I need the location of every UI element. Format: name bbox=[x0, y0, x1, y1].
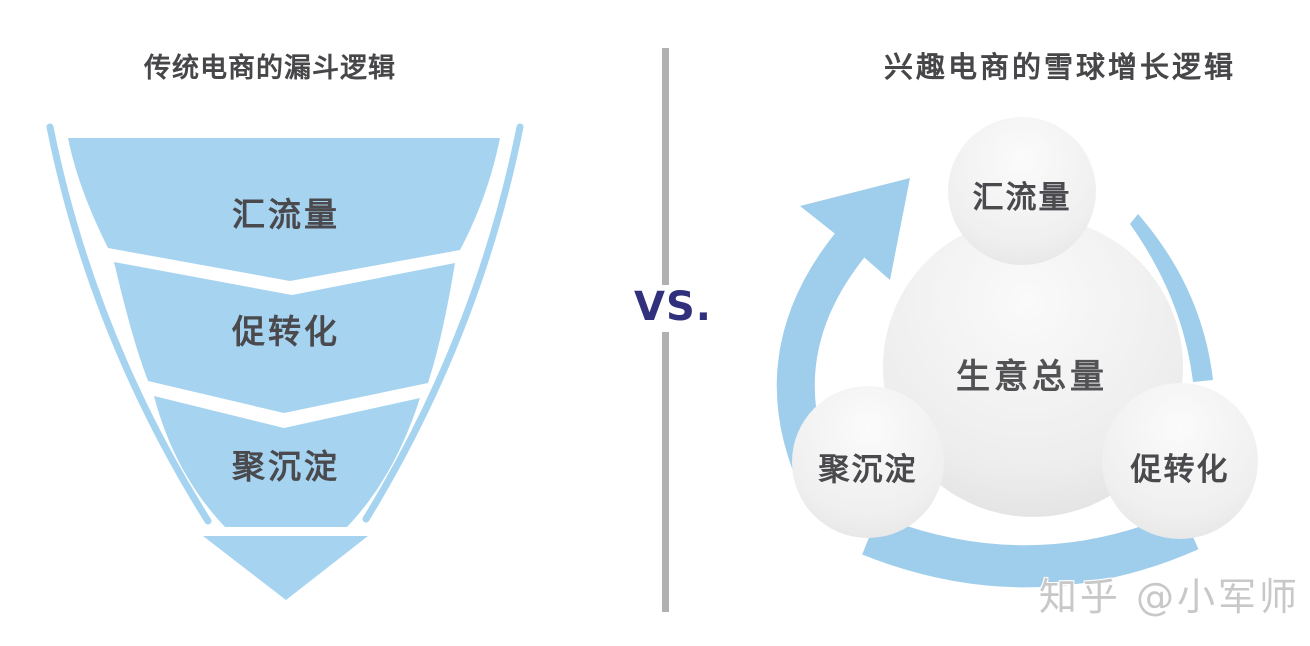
funnel-stage-2-shape bbox=[114, 262, 455, 413]
cycle-node-label-bottom-left: 聚沉淀 bbox=[818, 452, 918, 488]
vs-label: VS. bbox=[634, 284, 712, 330]
funnel-outer-stroke-right bbox=[362, 123, 524, 523]
cycle-arc-right bbox=[1130, 214, 1213, 382]
funnel-stage-label-2: 促转化 bbox=[232, 312, 340, 351]
funnel-stage-label-3: 聚沉淀 bbox=[232, 447, 340, 486]
node-circle-bottom-right bbox=[1102, 383, 1258, 539]
cycle-node-label-bottom-right: 促转化 bbox=[1130, 452, 1230, 488]
funnel-stage-label-1: 汇流量 bbox=[232, 195, 340, 234]
funnel-arrowhead-icon bbox=[203, 536, 368, 600]
node-circle-top bbox=[948, 117, 1096, 265]
cycle-arc-bottom bbox=[862, 510, 1199, 588]
cycle-center-label: 生意总量 bbox=[956, 357, 1108, 397]
funnel-outer-stroke-left bbox=[46, 123, 212, 525]
left-panel-title: 传统电商的漏斗逻辑 bbox=[144, 53, 396, 84]
node-circle-bottom-left bbox=[792, 386, 944, 538]
cycle-arrowhead-icon bbox=[800, 178, 910, 280]
funnel-stage-3-shape bbox=[154, 396, 420, 527]
right-panel-title: 兴趣电商的雪球增长逻辑 bbox=[883, 50, 1236, 84]
funnel-stage-1-shape bbox=[68, 138, 500, 281]
cycle-node-label-top: 汇流量 bbox=[972, 180, 1072, 216]
watermark: 知乎 @小军师 bbox=[1038, 575, 1300, 619]
